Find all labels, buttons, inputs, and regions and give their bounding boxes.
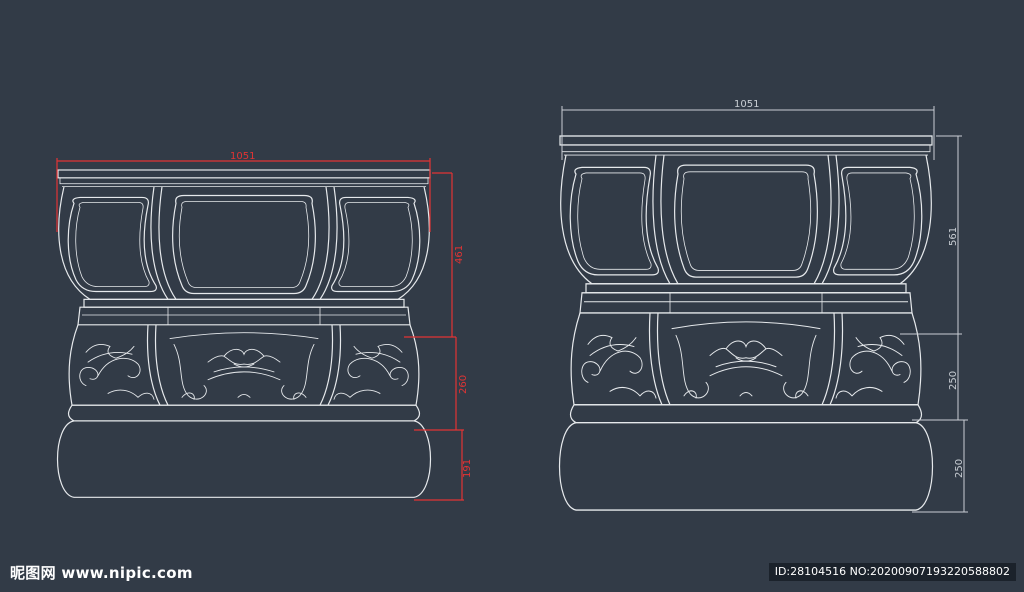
left-carving-height-label: 260 [458,375,469,394]
right-width-label: 1051 [734,99,759,110]
watermark-site: 昵图网 www.nipic.com [10,564,193,582]
left-base-height-label: 191 [462,459,473,478]
left-dimensions: 1051 461 260 191 [56,151,473,501]
watermark-id: ID:28104516 NO:20200907193220588802 [768,563,1016,581]
left-width-label: 1051 [230,151,255,162]
right-dimensions: 1051 561 250 250 [561,99,968,513]
right-base-height-label: 250 [954,459,965,478]
right-body-height-label: 561 [948,227,959,246]
right-carving-height-label: 250 [948,371,959,390]
left-pedestal-drawing [56,169,432,498]
right-pedestal-drawing [558,135,934,511]
left-body-height-label: 461 [454,245,465,264]
